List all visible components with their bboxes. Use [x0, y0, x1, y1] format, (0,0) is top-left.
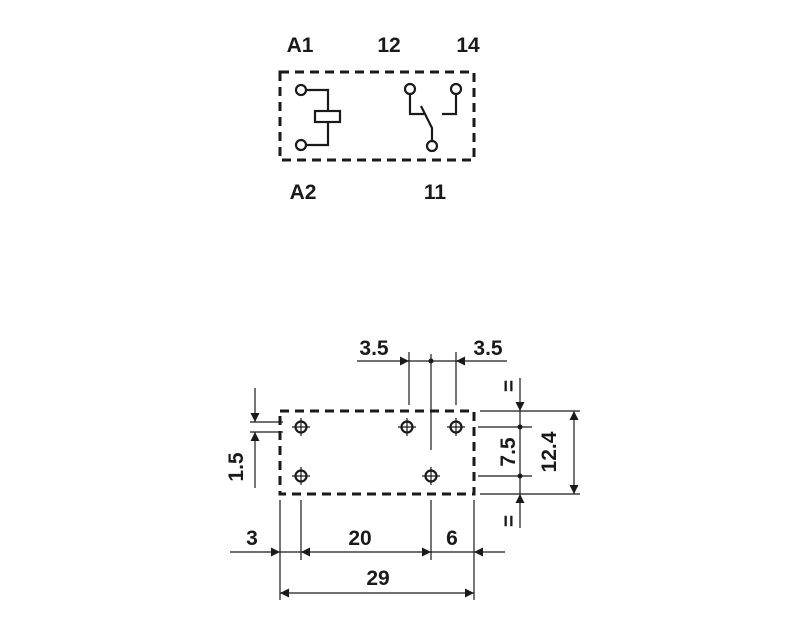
- dim-label-3: 3: [246, 527, 258, 550]
- pin-hole: [398, 418, 416, 436]
- pin-hole: [292, 418, 310, 436]
- dimension-right: = = 7.5 12.4: [478, 378, 580, 528]
- pin-holes: [292, 418, 465, 485]
- pcb-footprint: 3.5 3.5 1.5 = = 7.5 12.4: [225, 337, 580, 600]
- terminal-label-a2: A2: [290, 181, 317, 204]
- equal-mark-top: =: [498, 380, 521, 392]
- equal-mark-bottom: =: [498, 515, 521, 527]
- dimension-left: 1.5: [225, 388, 283, 488]
- terminal-label-a1: A1: [287, 34, 314, 57]
- dim-label-3-5-right: 3.5: [473, 337, 503, 360]
- dim-label-1-5: 1.5: [225, 452, 248, 482]
- pin-hole: [447, 418, 465, 436]
- wiring-schematic: A1 12 14 A2 11: [278, 34, 480, 204]
- dim-label-7-5: 7.5: [497, 437, 520, 467]
- pin-hole: [292, 467, 310, 485]
- footprint-outline: [278, 409, 476, 496]
- changeover-contact-symbol: [403, 82, 463, 153]
- pin-hole: [422, 467, 440, 485]
- dim-label-29: 29: [366, 567, 389, 590]
- dim-label-3-5-left: 3.5: [359, 337, 389, 360]
- dim-label-20: 20: [348, 527, 371, 550]
- dimension-top: 3.5 3.5: [357, 337, 507, 450]
- terminal-label-14: 14: [456, 34, 480, 57]
- dim-label-12-4: 12.4: [538, 431, 561, 472]
- relay-outline: [278, 70, 476, 162]
- coil-symbol: [294, 83, 342, 152]
- dimension-bottom: 3 20 6 29: [230, 500, 505, 600]
- terminal-label-12: 12: [377, 34, 400, 57]
- terminal-label-11: 11: [424, 181, 447, 204]
- dim-label-6: 6: [446, 527, 458, 550]
